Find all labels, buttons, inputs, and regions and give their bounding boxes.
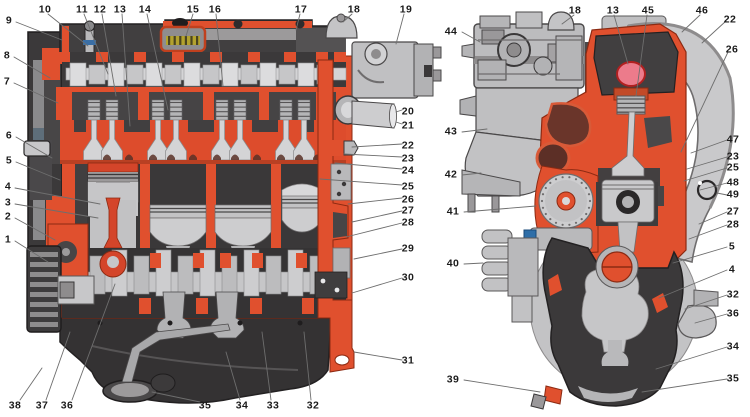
svg-text:3: 3 [5,197,11,209]
svg-text:48: 48 [727,177,739,189]
svg-text:22: 22 [724,14,736,26]
svg-text:28: 28 [727,219,739,231]
svg-text:23: 23 [402,153,414,165]
svg-text:28: 28 [402,217,414,229]
svg-text:49: 49 [727,189,739,201]
svg-text:2: 2 [5,211,11,223]
svg-text:35: 35 [727,373,739,385]
svg-text:30: 30 [402,272,414,284]
svg-text:33: 33 [267,400,279,412]
svg-text:47: 47 [727,134,739,146]
svg-text:6: 6 [6,130,12,142]
svg-text:14: 14 [139,4,151,16]
svg-text:42: 42 [445,169,457,181]
svg-text:27: 27 [402,205,414,217]
svg-text:11: 11 [76,4,88,16]
svg-text:23: 23 [727,151,739,163]
svg-text:34: 34 [727,341,739,353]
svg-text:15: 15 [187,4,199,16]
svg-text:7: 7 [4,76,10,88]
svg-text:1: 1 [5,234,11,246]
svg-text:25: 25 [727,162,739,174]
svg-text:21: 21 [402,120,414,132]
svg-text:27: 27 [727,206,739,218]
svg-text:35: 35 [199,400,211,412]
svg-text:29: 29 [402,243,414,255]
svg-text:45: 45 [642,5,654,17]
svg-text:19: 19 [400,4,412,16]
svg-text:25: 25 [402,181,414,193]
svg-text:4: 4 [5,181,11,193]
svg-text:10: 10 [39,4,51,16]
svg-text:5: 5 [6,155,12,167]
svg-text:44: 44 [445,26,457,38]
svg-text:20: 20 [402,106,414,118]
svg-text:24: 24 [402,165,414,177]
svg-text:9: 9 [6,15,12,27]
svg-text:12: 12 [94,4,106,16]
svg-text:13: 13 [114,4,126,16]
svg-text:39: 39 [447,374,459,386]
svg-text:46: 46 [696,5,708,17]
svg-text:5: 5 [729,241,735,253]
svg-text:43: 43 [445,126,457,138]
svg-text:16: 16 [209,4,221,16]
svg-text:17: 17 [295,4,307,16]
svg-text:40: 40 [447,258,459,270]
svg-text:36: 36 [727,308,739,320]
svg-text:41: 41 [447,206,459,218]
svg-text:38: 38 [9,400,21,412]
svg-text:32: 32 [307,400,319,412]
svg-text:26: 26 [726,44,738,56]
svg-text:31: 31 [402,355,414,367]
svg-text:13: 13 [607,5,619,17]
svg-text:18: 18 [569,5,581,17]
svg-text:4: 4 [729,264,735,276]
svg-text:37: 37 [36,400,48,412]
svg-text:32: 32 [727,289,739,301]
svg-text:18: 18 [348,4,360,16]
svg-text:22: 22 [402,140,414,152]
svg-text:8: 8 [4,50,10,62]
svg-text:26: 26 [402,194,414,206]
svg-text:36: 36 [61,400,73,412]
svg-text:34: 34 [236,400,248,412]
